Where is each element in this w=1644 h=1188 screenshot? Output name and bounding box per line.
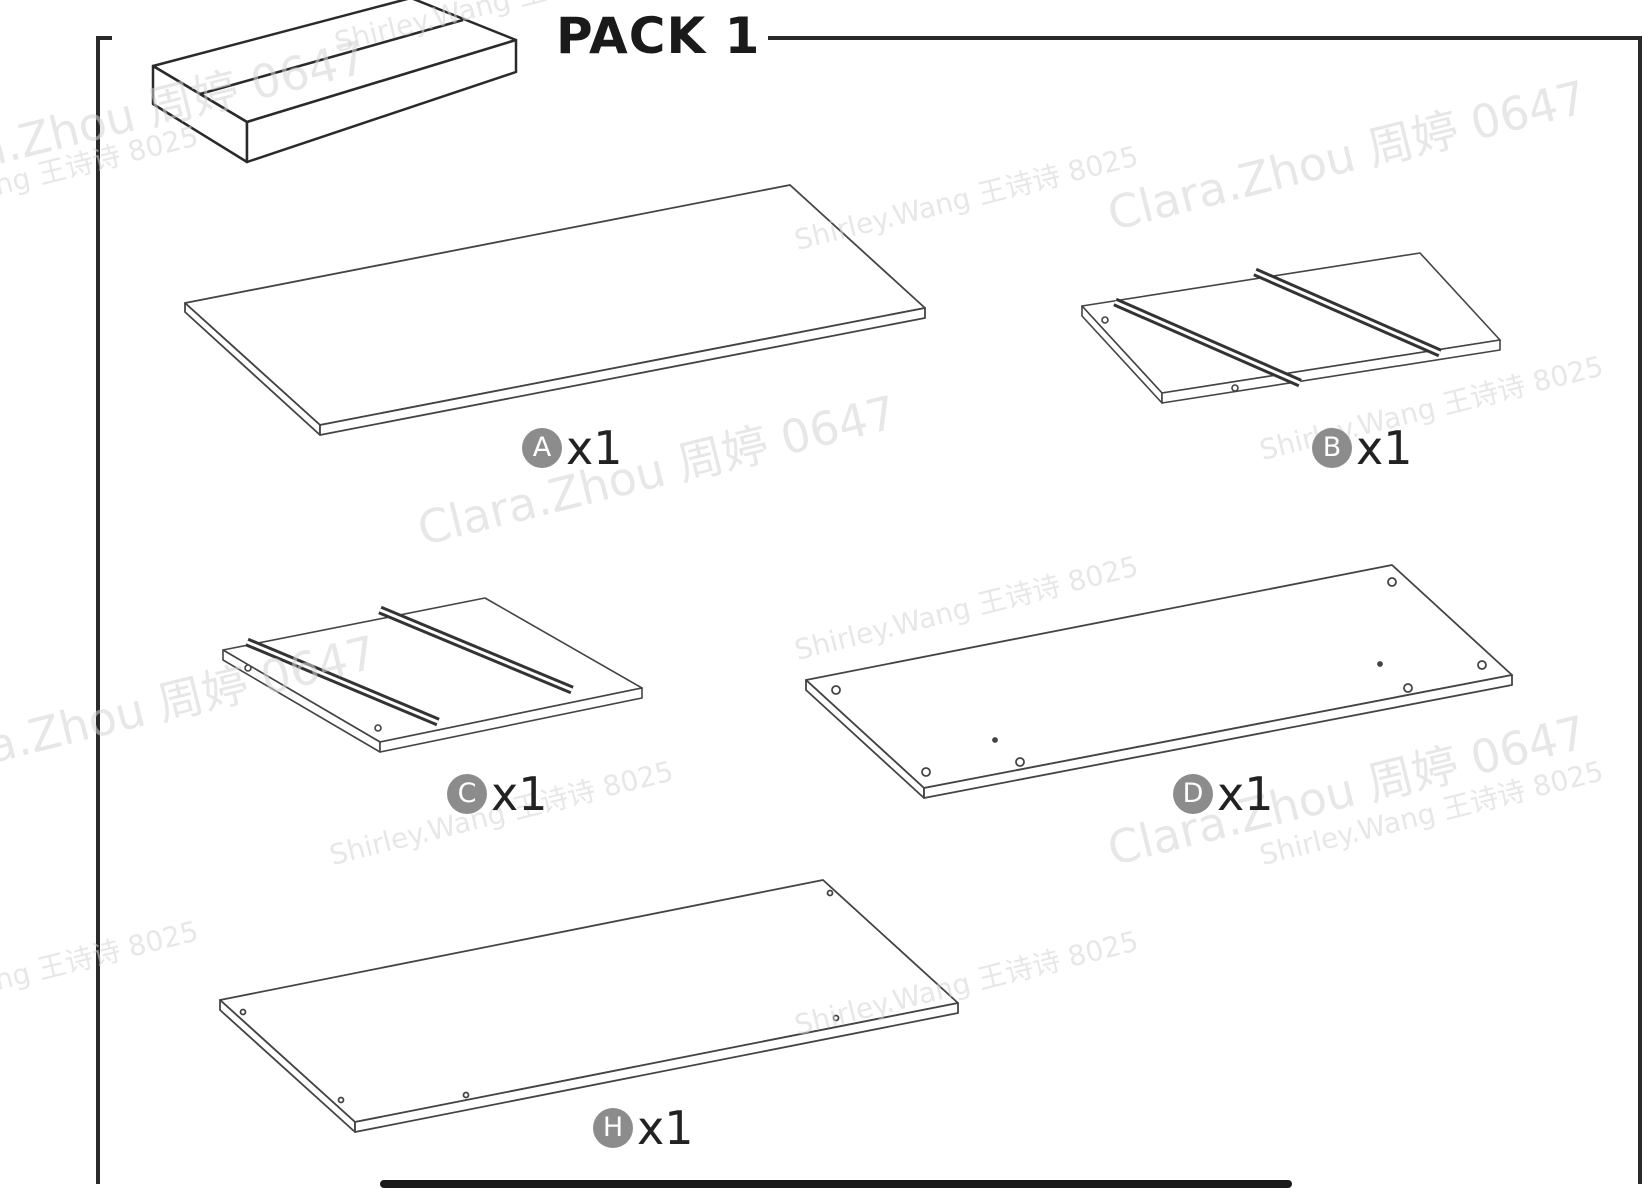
bottom-bar	[380, 1180, 1292, 1188]
part-label-a: A x1	[522, 420, 623, 476]
part-label-h: H x1	[593, 1100, 694, 1156]
part-quantity: x1	[566, 421, 623, 475]
part-quantity: x1	[637, 1101, 694, 1155]
panel-d-drawing	[805, 564, 1513, 799]
part-letter-badge: C	[447, 774, 487, 814]
part-label-b: B x1	[1312, 420, 1413, 476]
panel-b-drawing	[1081, 252, 1501, 404]
part-quantity: x1	[1217, 767, 1274, 821]
part-letter-badge: H	[593, 1108, 633, 1148]
part-quantity: x1	[1356, 421, 1413, 475]
pack-frame	[96, 36, 1642, 1184]
part-quantity: x1	[491, 767, 548, 821]
package-box-icon	[151, 0, 518, 164]
part-label-d: D x1	[1173, 766, 1274, 822]
part-letter-badge: B	[1312, 428, 1352, 468]
panel-a-drawing	[184, 184, 926, 436]
pack-title: PACK 1	[548, 6, 769, 66]
part-letter-badge: D	[1173, 774, 1213, 814]
part-letter-badge: A	[522, 428, 562, 468]
panel-h-drawing	[219, 879, 959, 1133]
part-label-c: C x1	[447, 766, 548, 822]
panel-c-drawing	[222, 597, 643, 753]
